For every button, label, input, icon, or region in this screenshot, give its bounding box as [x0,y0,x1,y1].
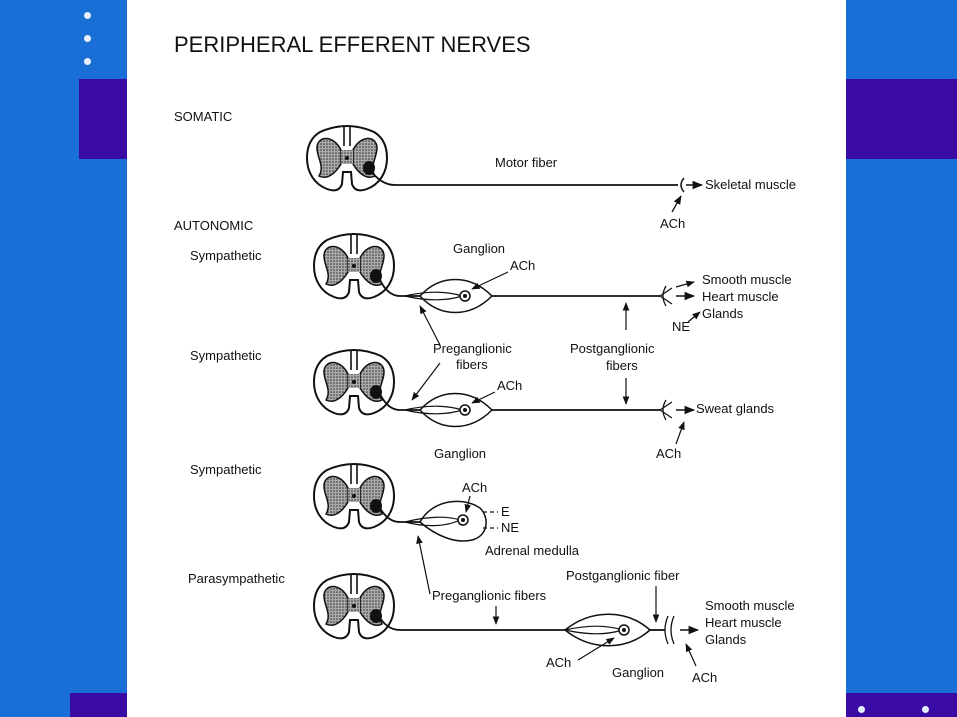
sympathetic-1-target-1: Smooth muscle [702,272,792,287]
adrenal-output-ne: NE [501,520,519,535]
parasympathetic-ganglion [563,613,652,647]
ganglion-1-ach: ACh [510,258,535,273]
preganglionic-label-2: fibers [456,357,488,372]
skeletal-muscle-label: Skeletal muscle [705,177,796,192]
postganglionic-label-2: fibers [606,358,638,373]
sympathetic-2-ach: ACh [656,446,681,461]
bullet-dot [84,58,91,65]
sympathetic-1-label: Sympathetic [190,248,262,263]
parasympathetic-target-1: Smooth muscle [705,598,795,613]
parasympathetic-target-2: Heart muscle [705,615,782,630]
preganglionic-fibers-label: Preganglionic fibers [432,588,547,603]
postganglionic-label-1: Postganglionic [570,341,655,356]
sympathetic-3-label: Sympathetic [190,462,262,477]
sympathetic-2-label: Sympathetic [190,348,262,363]
adrenal-output-e: E [501,504,510,519]
bullet-dot [84,12,91,19]
adrenal-medulla-label: Adrenal medulla [485,543,580,558]
sympathetic-1-target-2: Heart muscle [702,289,779,304]
parasympathetic-label: Parasympathetic [188,571,285,586]
bullet-dot [922,706,929,713]
motor-fiber-label: Motor fiber [495,155,558,170]
diagram-slide [127,0,846,717]
ganglion-2-ach: ACh [497,378,522,393]
sweat-glands-label: Sweat glands [696,401,775,416]
section-somatic: SOMATIC [174,109,232,124]
section-autonomic: AUTONOMIC [174,218,253,233]
ganglion-2-label: Ganglion [434,446,486,461]
parasympathetic-ganglion-ach: ACh [546,655,571,670]
spinal-cord-parasympathetic [313,573,395,640]
sympathetic-1-ne: NE [672,319,690,334]
bullet-dot [84,35,91,42]
adrenal-medulla-shape [419,500,487,542]
preganglionic-label-1: Preganglionic [433,341,512,356]
bullet-dot [858,706,865,713]
spinal-cord-sympathetic-1 [313,233,395,300]
spinal-cord-sympathetic-3 [313,463,395,530]
adrenal-ach: ACh [462,480,487,495]
parasympathetic-terminal-ach: ACh [692,670,717,685]
sympathetic-1-target-3: Glands [702,306,744,321]
diagram-title: PERIPHERAL EFFERENT NERVES [174,32,531,57]
spinal-cord-somatic [306,125,388,192]
somatic-ach-label: ACh [660,216,685,231]
postganglionic-fiber-label: Postganglionic fiber [566,568,680,583]
ganglion-1-label: Ganglion [453,241,505,256]
parasympathetic-ganglion-label: Ganglion [612,665,664,680]
parasympathetic-target-3: Glands [705,632,747,647]
somatic-motor-fiber [368,167,678,186]
spinal-cord-sympathetic-2 [313,349,395,416]
